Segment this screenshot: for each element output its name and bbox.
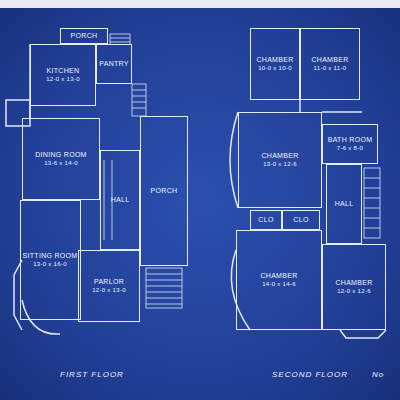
room-dimension: 12-0 x 12-6	[337, 288, 371, 295]
room-outline: CHAMBER13-0 x 12-6	[238, 112, 322, 208]
room-name: BATH ROOM	[328, 136, 373, 144]
room-dimension: 14-0 x 14-6	[262, 281, 296, 288]
room-name: PORCH	[151, 187, 178, 195]
room-outline: PANTRY	[96, 44, 132, 84]
room-outline: KITCHEN12-0 x 13-0	[30, 44, 96, 106]
room-outline: BATH ROOM7-6 x 8-0	[322, 124, 378, 164]
room-dimension: 11-0 x 11-0	[314, 65, 347, 72]
room-outline: HALL	[100, 150, 140, 250]
room-name: CLO	[258, 216, 273, 224]
room-dimension: 13-0 x 16-0	[33, 261, 67, 268]
room-outline: HALL	[326, 164, 362, 244]
room-dimension: 10-0 x 10-0	[258, 65, 292, 72]
room-dimension: 13-0 x 12-6	[263, 161, 297, 168]
room-dimension: 12-0 x 13-0	[46, 76, 80, 83]
room-name: CHAMBER	[335, 279, 372, 287]
room-outline: PARLOR12-0 x 13-0	[78, 250, 140, 322]
room-dimension: 13-6 x 14-0	[44, 160, 78, 167]
room-dimension: 12-0 x 13-0	[92, 287, 126, 294]
room-name: KITCHEN	[47, 67, 80, 75]
room-outline: SITTING ROOM13-0 x 16-0	[20, 200, 81, 320]
room-name: DINING ROOM	[35, 151, 87, 159]
room-name: CHAMBER	[311, 56, 348, 64]
room-name: PORCH	[71, 32, 98, 40]
floor-title: SECOND FLOOR	[272, 370, 348, 379]
room-outline: CLO	[250, 210, 282, 230]
room-name: CHAMBER	[256, 56, 293, 64]
room-name: PANTRY	[99, 60, 129, 68]
room-outline: CHAMBER10-0 x 10-0	[250, 28, 300, 100]
room-outline: PORCH	[140, 116, 188, 266]
room-outline: PORCH	[60, 28, 108, 44]
room-name: SITTING ROOM	[23, 252, 78, 260]
room-outline: CLO	[282, 210, 320, 230]
room-name: CHAMBER	[261, 152, 298, 160]
paper-edge	[0, 0, 400, 8]
room-dimension: 7-6 x 8-0	[337, 145, 363, 152]
sheet-number: No	[372, 370, 384, 379]
room-name: CLO	[293, 216, 308, 224]
room-name: HALL	[335, 200, 354, 208]
room-name: PARLOR	[94, 278, 124, 286]
room-outline: DINING ROOM13-6 x 14-0	[22, 118, 100, 200]
room-outline: CHAMBER14-0 x 14-6	[236, 230, 322, 330]
room-name: CHAMBER	[260, 272, 297, 280]
room-name: HALL	[111, 196, 130, 204]
room-outline: CHAMBER12-0 x 12-6	[322, 244, 386, 330]
room-outline: CHAMBER11-0 x 11-0	[300, 28, 360, 100]
floor-title: FIRST FLOOR	[60, 370, 124, 379]
